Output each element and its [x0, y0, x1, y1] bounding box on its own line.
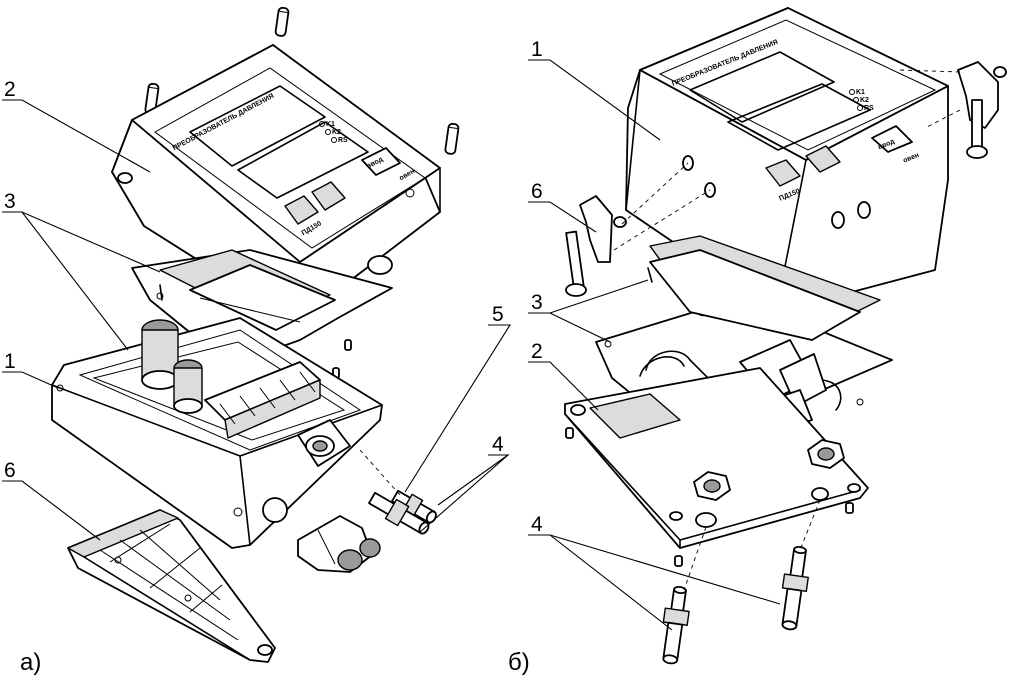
- panel-b-fittings: [662, 499, 821, 665]
- panel-a-caption: а): [20, 649, 41, 676]
- panel-a-leaders: [2, 99, 511, 541]
- panel-b-led-k2: K2: [860, 97, 869, 104]
- panel-a-callout-6: 6: [4, 459, 16, 482]
- panel-b-callout-3: 3: [531, 291, 543, 314]
- panel-b-callout-2: 2: [531, 340, 543, 363]
- panel-b-leds: K1 K2 RS: [849, 89, 874, 112]
- panel-b-nut-2: [807, 439, 845, 469]
- panel-a-bracket: [67, 509, 276, 663]
- panel-a-base: [51, 317, 383, 549]
- panel-a-callout-3: 3: [4, 190, 16, 213]
- panel-b-base-plate: [564, 367, 869, 549]
- panel-a-callout-4: 4: [492, 433, 504, 456]
- panel-a-callout-1: 1: [4, 350, 16, 373]
- panel-b-brackets: [565, 61, 1007, 297]
- panel-b-led-rs: RS: [864, 105, 874, 112]
- panel-a-fittings: [359, 449, 437, 535]
- panel-a-callout-2: 2: [4, 78, 16, 101]
- panel-b-callout-1: 1: [531, 38, 543, 61]
- panel-b-callout-4: 4: [531, 513, 543, 536]
- panel-a: ввод ПРЕОБРАЗОВАТЕЛЬ ДАВЛЕНИЯ K1 K2 RS П…: [2, 6, 511, 676]
- panel-a-callout-5: 5: [492, 303, 504, 326]
- panel-b: ввод ПРЕОБРАЗОВАТЕЛЬ ДАВЛЕНИЯ K1 K2 RS П…: [508, 7, 1007, 676]
- panel-b-pins: [565, 427, 854, 567]
- panel-b-caption: б): [508, 649, 530, 676]
- panel-a-led-rs: RS: [338, 137, 348, 144]
- panel-a-led-k2: K2: [332, 129, 341, 136]
- panel-a-cap: [297, 515, 381, 573]
- panel-b-callout-6: 6: [531, 180, 543, 203]
- panel-a-top-housing: ввод ПРЕОБРАЗОВАТЕЛЬ ДАВЛЕНИЯ K1 K2 RS П…: [111, 44, 441, 323]
- panel-a-led-k1: K1: [326, 121, 335, 128]
- panel-b-nut-1: [693, 471, 731, 501]
- panel-b-leaders: [528, 59, 781, 631]
- panel-b-led-k1: K1: [856, 89, 865, 96]
- panel-a-leds: K1 K2 RS: [319, 121, 348, 144]
